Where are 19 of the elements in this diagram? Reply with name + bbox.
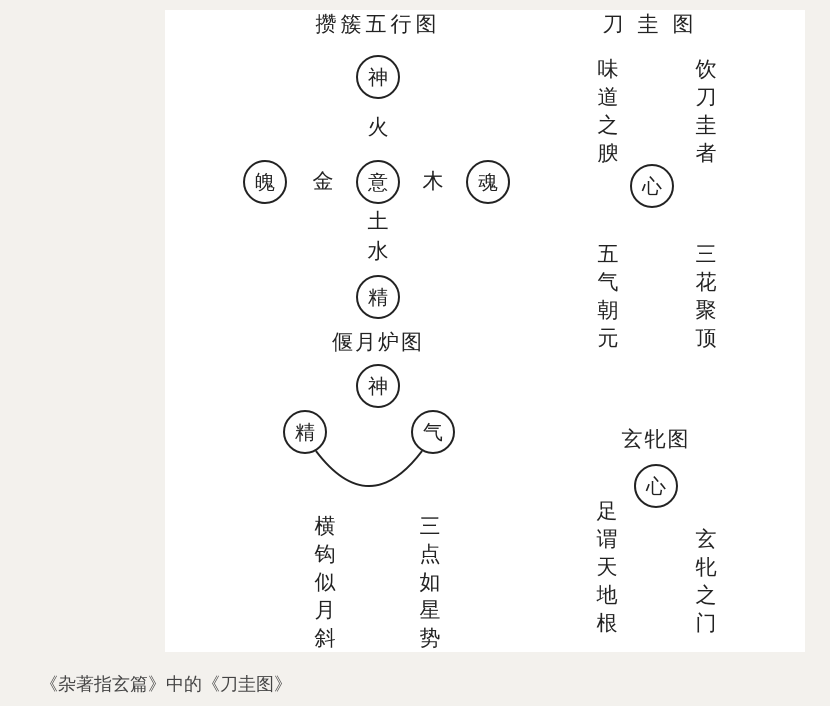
- curved-line: [315, 450, 423, 488]
- vertical-text: 三花聚顶: [695, 241, 717, 352]
- vertical-text: 足谓天地根: [596, 498, 618, 637]
- text-label: 刀圭图: [602, 14, 708, 35]
- text-label: 水: [368, 241, 388, 262]
- text-label: 攒簇五行图: [316, 14, 440, 35]
- vertical-text: 饮刀圭者: [695, 56, 717, 167]
- vertical-text: 三点如星势: [419, 513, 441, 652]
- text-label: 金: [312, 171, 334, 192]
- text-label: 木: [422, 171, 444, 192]
- text-label: 玄牝图: [622, 429, 690, 450]
- vertical-text: 横钩似月斜: [314, 513, 336, 652]
- caption: 《杂著指玄篇》中的《刀圭图》: [40, 673, 292, 696]
- vertical-text: 五气朝元: [597, 241, 619, 352]
- text-label: 偃月炉图: [332, 332, 424, 353]
- text-label: 火: [368, 117, 388, 138]
- vertical-text: 玄牝之门: [695, 526, 717, 637]
- vertical-text: 味道之腴: [597, 56, 619, 167]
- text-label: 土: [368, 211, 388, 232]
